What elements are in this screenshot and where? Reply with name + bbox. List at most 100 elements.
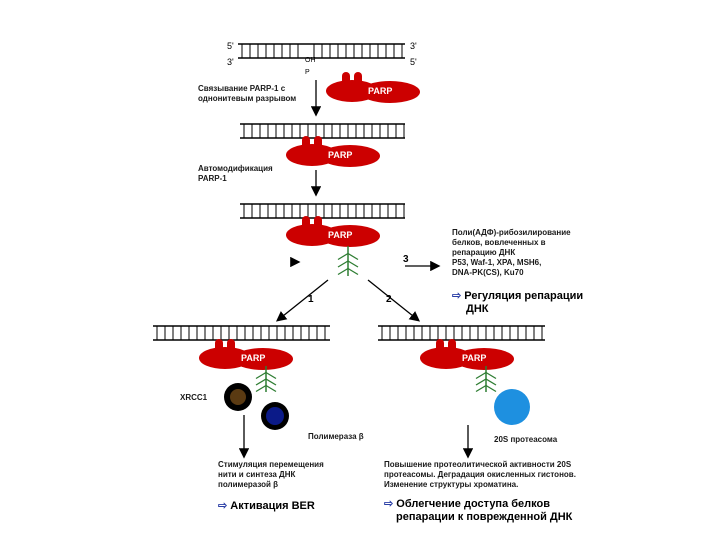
label-polymerase: Полимераза β xyxy=(308,432,364,441)
par-chain-branch xyxy=(485,384,497,393)
par-chain-branch xyxy=(337,267,349,276)
par-chain-branch xyxy=(255,371,267,380)
par-chain-branch xyxy=(265,384,277,393)
par-chain-branch xyxy=(337,260,349,268)
label-automod: Автомодификация PARP-1 xyxy=(198,164,273,184)
par-chain-branch xyxy=(347,267,359,276)
parp-domain xyxy=(286,144,338,166)
proteasome-20s xyxy=(494,389,530,425)
zinc-finger xyxy=(448,339,456,355)
par-chain-branch xyxy=(475,371,487,380)
text-line: Повышение протеолитической активности 20… xyxy=(384,460,572,469)
text-line: репарации к поврежденной ДНК xyxy=(396,511,573,523)
par-chain-branch xyxy=(265,378,277,386)
three-prime-label: 3' xyxy=(227,57,234,67)
text-line: Автомодификация xyxy=(198,164,273,173)
label-xrcc1: XRCC1 xyxy=(180,393,208,402)
par-chain-branch xyxy=(265,371,277,380)
par-chain-branch xyxy=(255,384,267,393)
flow-arrow xyxy=(275,279,329,322)
oh-label: OH xyxy=(305,57,316,64)
par-chain xyxy=(255,366,277,393)
dna-duplex xyxy=(240,123,405,139)
three-prime-label: 3' xyxy=(410,41,417,51)
zinc-finger xyxy=(215,339,223,355)
parp-domain xyxy=(199,347,251,369)
par-chain-branch xyxy=(485,371,497,380)
parp-label: PARP xyxy=(368,86,392,96)
par-chain-branch xyxy=(255,378,267,386)
dna-duplex xyxy=(153,325,330,341)
text-line: нити и синтеза ДНК xyxy=(218,470,296,479)
zinc-finger xyxy=(314,216,322,232)
text-line: Поли(АДФ)-рибозилирование xyxy=(452,228,571,237)
text-line: однонитевым разрывом xyxy=(198,94,297,103)
parp-protein: PARP xyxy=(199,339,293,370)
label-binding: Связывание PARP-1 с однонитевым разрывом xyxy=(198,84,296,104)
text-line: Регуляция репарации xyxy=(464,290,584,302)
zinc-finger xyxy=(314,136,322,152)
par-chain-branch xyxy=(347,260,359,268)
zinc-finger xyxy=(354,72,362,88)
text-line: протеасомы. Деградация окисленных гистон… xyxy=(384,470,576,479)
parp-protein: PARP xyxy=(286,216,380,247)
polymerase-core xyxy=(266,407,284,425)
par-chain-branch xyxy=(475,384,487,393)
text-line: Связывание PARP-1 с xyxy=(198,84,286,93)
zinc-finger xyxy=(302,216,310,232)
text-line: полимеразой β xyxy=(218,480,279,489)
text-line: Активация BER xyxy=(230,500,315,512)
step-number-3: 3 xyxy=(403,254,409,265)
text-line: Стимуляция перемещения xyxy=(218,460,324,469)
text-line: Изменение структуры хроматина. xyxy=(384,480,519,489)
parp-protein: PARP xyxy=(286,136,380,167)
text-line: DNA-PK(CS), Ku70 xyxy=(452,268,524,277)
zinc-finger xyxy=(436,339,444,355)
par-chain xyxy=(475,366,497,393)
parp-label: PARP xyxy=(241,353,265,363)
text-line: репарацию ДНК xyxy=(452,248,516,257)
label-proteasome: 20S протеасома xyxy=(494,435,558,444)
right-arrow-icon: ⇨ xyxy=(384,498,394,510)
label-poly: Поли(АДФ)-рибозилирование белков, вовлеч… xyxy=(452,228,571,278)
label-regulation: ⇨ Регуляция репарации ДНК xyxy=(452,290,583,316)
parp-label: PARP xyxy=(328,150,352,160)
par-chain xyxy=(337,246,359,276)
text-line: белков, вовлеченных в xyxy=(452,238,546,247)
dna-duplex xyxy=(240,203,405,219)
par-chain-branch xyxy=(347,252,359,261)
parp-domain xyxy=(286,224,338,246)
zinc-finger xyxy=(342,72,350,88)
par-chain-branch xyxy=(475,378,487,386)
parp-label: PARP xyxy=(328,230,352,240)
text-line: Облегчение доступа белков xyxy=(396,498,550,510)
par-chain-branch xyxy=(337,252,349,261)
text-line: ДНК xyxy=(466,303,489,315)
flow-arrow xyxy=(367,279,421,322)
zinc-finger xyxy=(227,339,235,355)
par-chain-branch xyxy=(485,378,497,386)
text-line: P53, Waf-1, XPA, MSH6, xyxy=(452,258,542,267)
step-number-2: 2 xyxy=(386,294,392,305)
right-arrow-icon: ⇨ xyxy=(218,500,228,512)
label-stimulation: Стимуляция перемещения нити и синтеза ДН… xyxy=(218,460,324,490)
five-prime-label: 5' xyxy=(410,57,417,67)
xrcc1-core xyxy=(230,389,246,405)
parp-protein: PARP xyxy=(420,339,514,370)
label-access: ⇨ Облегчение доступа белков репарации к … xyxy=(384,498,572,524)
p-label: P xyxy=(305,69,310,76)
parp-label: PARP xyxy=(462,353,486,363)
dna-duplex xyxy=(238,43,405,59)
step-number-1: 1 xyxy=(308,294,314,305)
text-line: PARP-1 xyxy=(198,174,227,183)
right-arrow-icon: ⇨ xyxy=(452,290,462,302)
parp-domain xyxy=(420,347,472,369)
dna-duplex xyxy=(378,325,545,341)
parp-domain xyxy=(326,80,378,102)
label-proteolysis: Повышение протеолитической активности 20… xyxy=(384,460,576,490)
zinc-finger xyxy=(302,136,310,152)
label-ber: ⇨ Активация BER xyxy=(218,500,315,513)
parp-protein: PARP xyxy=(326,72,420,103)
five-prime-label: 5' xyxy=(227,41,234,51)
